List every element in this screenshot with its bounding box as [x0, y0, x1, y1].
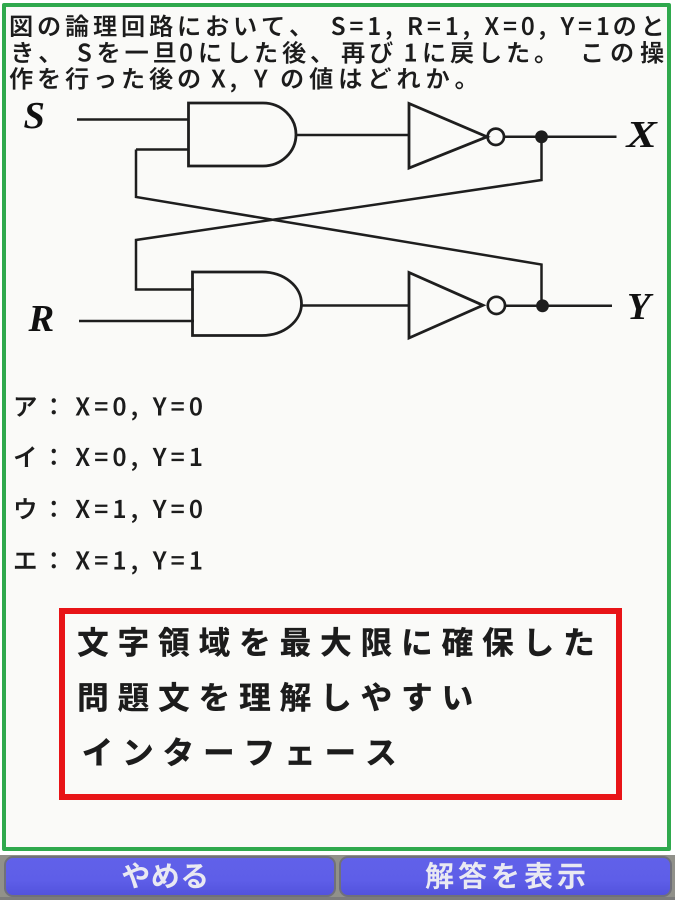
svg-text:Y: Y — [627, 286, 654, 328]
svg-text:S: S — [24, 95, 45, 137]
svg-text:X: X — [624, 113, 657, 156]
svg-text:R: R — [28, 298, 55, 340]
